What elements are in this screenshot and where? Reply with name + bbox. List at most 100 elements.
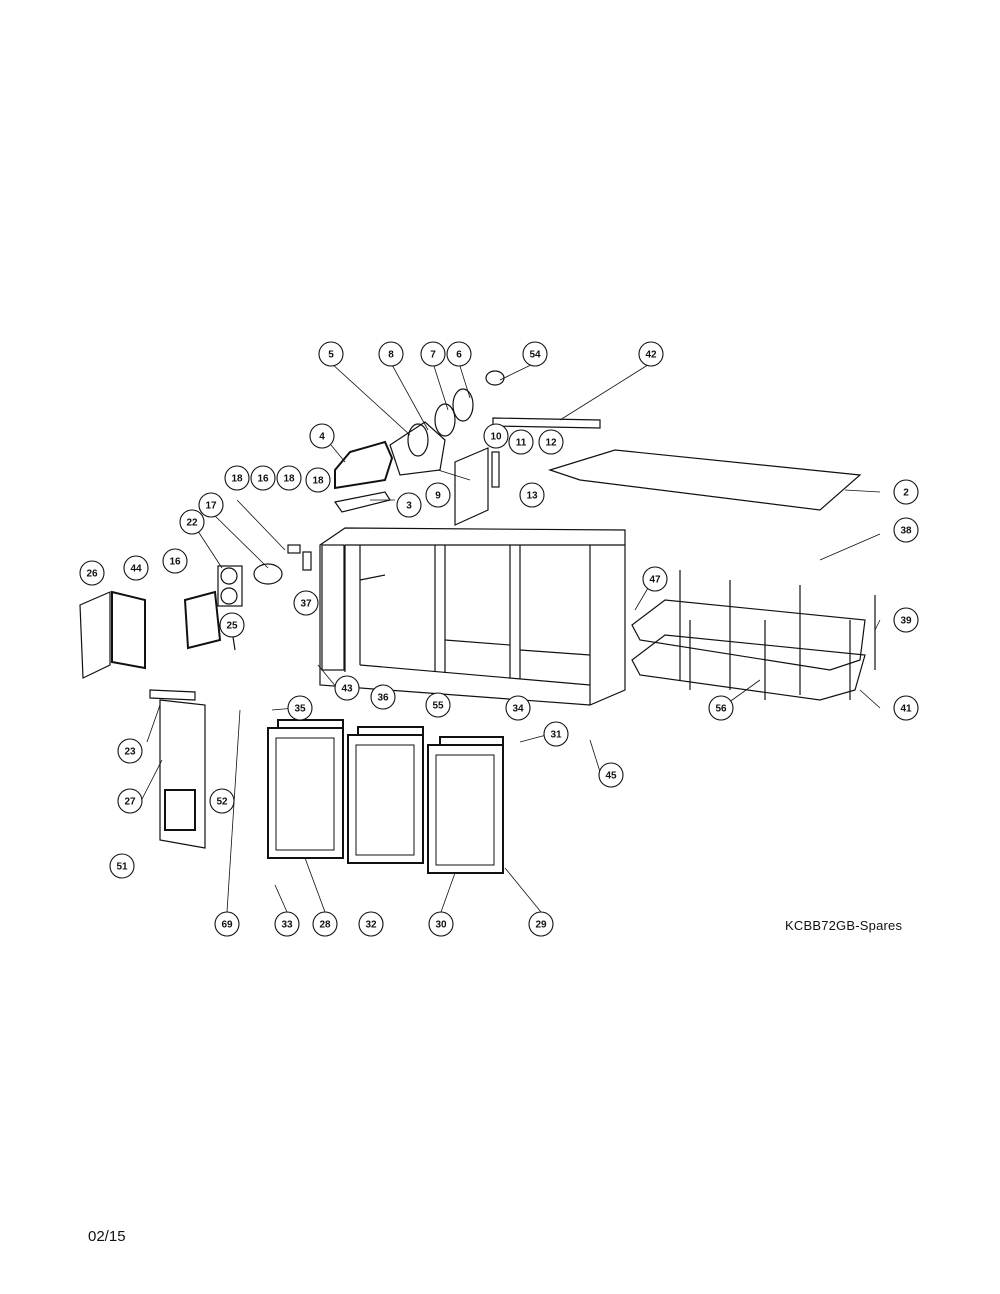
callout-label: 4 xyxy=(319,432,325,443)
callout-label: 38 xyxy=(900,526,912,537)
callout-label: 33 xyxy=(281,920,293,931)
callout-7: 7 xyxy=(420,341,446,367)
callout-label: 11 xyxy=(516,438,527,449)
callout-circle xyxy=(420,341,446,367)
callout-22: 22 xyxy=(179,509,205,535)
callout-label: 54 xyxy=(529,350,541,361)
callout-47: 47 xyxy=(642,566,668,592)
callout-circle xyxy=(79,560,105,586)
callout-44: 44 xyxy=(123,555,149,581)
callout-label: 8 xyxy=(388,350,394,361)
callout-35: 35 xyxy=(287,695,313,721)
callout-label: 39 xyxy=(900,616,912,627)
callout-30: 30 xyxy=(428,911,454,937)
callout-54: 54 xyxy=(522,341,548,367)
callout-label: 23 xyxy=(124,747,136,758)
callout-circle xyxy=(538,429,564,455)
callout-51: 51 xyxy=(109,853,135,879)
callout-29: 29 xyxy=(528,911,554,937)
callout-label: 37 xyxy=(300,599,312,610)
callout-label: 41 xyxy=(900,704,912,715)
callout-circle xyxy=(425,482,451,508)
callout-circle xyxy=(312,911,338,937)
callout-label: 47 xyxy=(649,575,661,586)
callout-circle xyxy=(209,788,235,814)
callout-circle xyxy=(305,467,331,493)
callout-circle xyxy=(642,566,668,592)
callout-45: 45 xyxy=(598,762,624,788)
callout-circle xyxy=(543,721,569,747)
callout-circle xyxy=(708,695,734,721)
callout-circle xyxy=(334,675,360,701)
callout-10: 10 xyxy=(483,423,509,449)
callout-label: 18 xyxy=(312,476,324,487)
callout-label: 9 xyxy=(435,491,441,502)
callout-label: 30 xyxy=(435,920,447,931)
callout-circle xyxy=(358,911,384,937)
callout-label: 44 xyxy=(130,564,142,575)
callout-3: 3 xyxy=(396,492,422,518)
callout-circle xyxy=(528,911,554,937)
callout-18: 18 xyxy=(305,467,331,493)
callout-circle xyxy=(483,423,509,449)
callout-26: 26 xyxy=(79,560,105,586)
glass-doors xyxy=(267,719,504,874)
callout-label: 17 xyxy=(205,501,217,512)
callout-56: 56 xyxy=(708,695,734,721)
callout-label: 13 xyxy=(526,491,538,502)
callout-circle xyxy=(638,341,664,367)
callout-17: 17 xyxy=(198,492,224,518)
callout-label: 18 xyxy=(283,474,295,485)
callout-label: 29 xyxy=(535,920,547,931)
callout-41: 41 xyxy=(893,695,919,721)
callout-label: 10 xyxy=(490,432,502,443)
callout-9: 9 xyxy=(425,482,451,508)
callout-circle xyxy=(309,423,335,449)
callout-23: 23 xyxy=(117,738,143,764)
callout-circle xyxy=(214,911,240,937)
diagram-caption: KCBB72GB-Spares xyxy=(785,918,903,933)
callout-circle xyxy=(293,590,319,616)
callout-circle xyxy=(162,548,188,574)
callout-circle xyxy=(519,482,545,508)
callout-circle xyxy=(123,555,149,581)
callout-31: 31 xyxy=(543,721,569,747)
callout-27: 27 xyxy=(117,788,143,814)
callout-label: 18 xyxy=(231,474,243,485)
callout-13: 13 xyxy=(519,482,545,508)
callout-12: 12 xyxy=(538,429,564,455)
callout-circle xyxy=(893,607,919,633)
callout-label: 52 xyxy=(216,797,228,808)
callout-label: 55 xyxy=(432,701,444,712)
callout-label: 35 xyxy=(294,704,306,715)
callout-circle xyxy=(446,341,472,367)
callout-label: 45 xyxy=(605,771,617,782)
callout-label: 43 xyxy=(341,684,353,695)
callout-label: 56 xyxy=(715,704,727,715)
callout-circle xyxy=(428,911,454,937)
callout-label: 36 xyxy=(377,693,389,704)
callout-42: 42 xyxy=(638,341,664,367)
callout-28: 28 xyxy=(312,911,338,937)
callout-label: 34 xyxy=(512,704,524,715)
callout-circle xyxy=(117,788,143,814)
callout-label: 25 xyxy=(226,621,238,632)
callout-label: 42 xyxy=(645,350,657,361)
callout-label: 69 xyxy=(221,920,233,931)
callout-4: 4 xyxy=(309,423,335,449)
callout-label: 51 xyxy=(116,862,128,873)
callout-label: 22 xyxy=(186,518,198,529)
callout-label: 26 xyxy=(86,569,98,580)
callout-39: 39 xyxy=(893,607,919,633)
callout-38: 38 xyxy=(893,517,919,543)
callout-circle xyxy=(893,479,919,505)
callout-circle xyxy=(179,509,205,535)
callout-circle xyxy=(598,762,624,788)
callout-circle xyxy=(522,341,548,367)
callout-label: 2 xyxy=(903,488,909,499)
louvre-panels xyxy=(79,590,206,849)
leader-lines xyxy=(139,362,881,913)
callout-circle xyxy=(505,695,531,721)
wire-shelves xyxy=(631,570,876,701)
